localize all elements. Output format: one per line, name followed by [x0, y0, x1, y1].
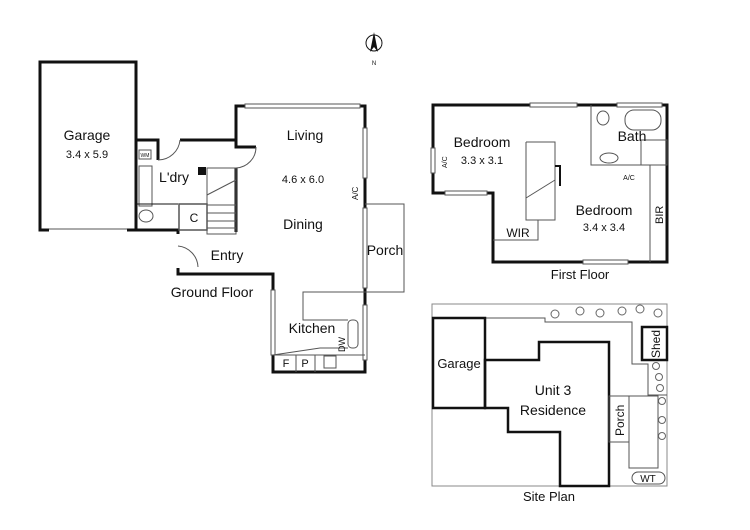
site-porch-label: Porch: [613, 405, 627, 436]
fridge-label: F: [283, 358, 290, 370]
toilet-icon: [596, 110, 610, 126]
ground-floor-plan: WM C Garage 3.4 x 5.9 L'dry Entry Livin: [38, 60, 405, 374]
garage-walls: [38, 60, 138, 232]
first-floor-plan: Bedroom 3.3 x 3.1 Bedroom 3.4 x 3.4 Bath…: [430, 102, 669, 282]
site-garage-label: Garage: [437, 356, 480, 371]
bedroom-2-label: Bedroom: [576, 202, 633, 218]
site-plan-title: Site Plan: [523, 489, 575, 504]
shower-icon: [640, 139, 668, 166]
site-plan: Garage Unit 3 Residence Porch Shed WT Si…: [431, 303, 669, 504]
dishwasher-label: DW: [337, 337, 347, 352]
ac-label-1: A/C: [442, 156, 449, 168]
toilet-icon: [138, 209, 154, 223]
porch-label: Porch: [367, 242, 404, 258]
entry-label: Entry: [211, 247, 244, 263]
bedroom-1-label: Bedroom: [454, 134, 511, 150]
garage-size: 3.4 x 5.9: [66, 149, 108, 161]
ac-label-2: A/C: [623, 175, 635, 182]
compass-label: N: [372, 61, 376, 67]
sink-icon: [347, 319, 359, 349]
bedroom-2-size: 3.4 x 3.4: [583, 222, 625, 234]
living-size: 4.6 x 6.0: [282, 174, 324, 186]
cupboard-label: C: [190, 211, 199, 225]
laundry-label: L'dry: [159, 169, 189, 185]
bedroom-1-size: 3.3 x 3.1: [461, 155, 503, 167]
kitchen-label: Kitchen: [289, 320, 336, 336]
residence-label-line1: Unit 3: [535, 382, 572, 398]
shed-label: Shed: [649, 330, 663, 358]
ground-floor-title: Ground Floor: [171, 284, 254, 300]
bathtub-icon: [624, 109, 662, 131]
water-tank-label: WT: [640, 474, 656, 485]
residence-label-line2: Residence: [520, 402, 586, 418]
north-compass-icon: N: [365, 32, 383, 67]
entry-door-swing: [177, 245, 199, 268]
bir-label: BIR: [654, 206, 666, 224]
pantry-label: P: [301, 358, 308, 370]
ac-label: A/C: [351, 186, 360, 200]
staircase: [206, 167, 237, 235]
garage-label: Garage: [64, 127, 111, 143]
first-floor-title: First Floor: [551, 267, 610, 282]
basin-icon: [599, 152, 619, 164]
dining-label: Dining: [283, 216, 323, 232]
washing-machine-label: WM: [141, 153, 150, 159]
wir-label: WIR: [506, 226, 530, 240]
tree-icons: [550, 304, 666, 440]
living-label: Living: [287, 127, 324, 143]
bath-label: Bath: [618, 128, 647, 144]
cooktop-icon: [323, 355, 337, 369]
